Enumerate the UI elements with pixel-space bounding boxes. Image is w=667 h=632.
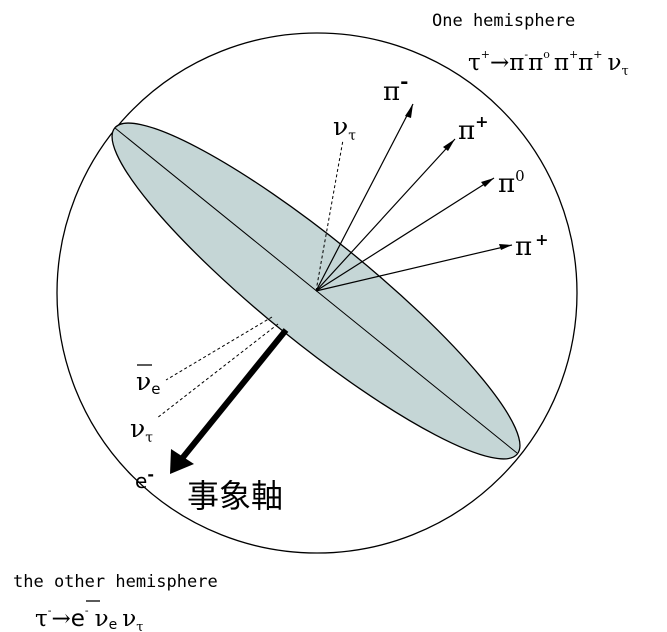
pi-zero-track (315, 177, 495, 292)
pi-plus-2-arrowhead (499, 244, 512, 250)
electron-track (177, 328, 289, 463)
pi-plus-1-label: π+ (458, 112, 489, 146)
nu-tau-lower-track (156, 323, 279, 419)
nubar-e-label: νe (136, 367, 160, 398)
nubar-e-track (165, 316, 273, 381)
pi-plus-2-track (315, 244, 513, 292)
pi-minus-label: π- (383, 69, 408, 107)
pion-arrowheads (405, 104, 512, 250)
one-hemisphere-title: One hemisphere (432, 11, 575, 31)
pi-minus-arrowhead (405, 104, 413, 118)
pi-plus-1-track (315, 138, 456, 292)
electron-arrowhead (170, 449, 194, 474)
pi-zero-arrowhead (481, 178, 494, 187)
electron-label: e- (135, 465, 154, 493)
pi-minus-track (315, 103, 414, 292)
pion-tracks (315, 103, 513, 292)
nu-tau-upper-track (315, 139, 344, 292)
event-axis-label: 事象軸 (187, 477, 283, 515)
other-hemisphere-title: the other hemisphere (13, 572, 218, 592)
nu-tau-upper-label: ντ (333, 112, 356, 144)
nu-tau-lower-label: ντ (130, 414, 153, 446)
pi-plus-1-arrowhead (443, 139, 455, 151)
pi-zero-label: π0 (498, 167, 525, 199)
pi-plus-2-label: π+ (515, 230, 549, 262)
sphere-outline (56, 32, 578, 554)
